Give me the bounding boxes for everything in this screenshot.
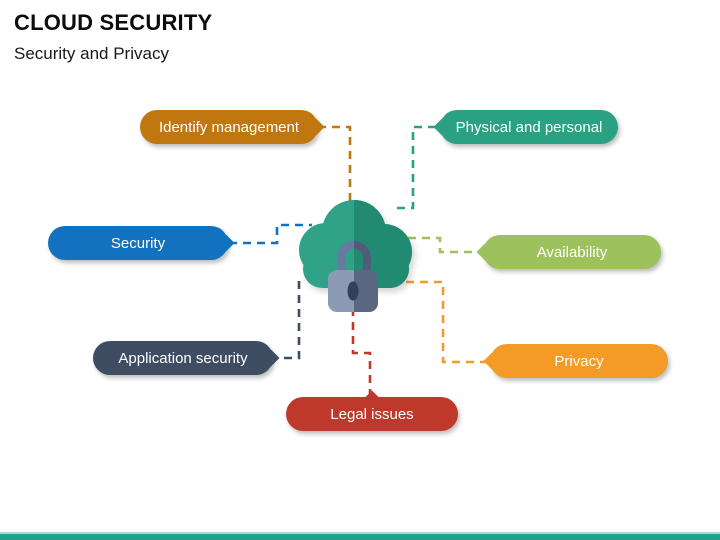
connector-availability: [408, 236, 482, 254]
pill-label: Privacy: [554, 352, 604, 370]
pill-label: Legal issues: [330, 405, 414, 423]
connector-security: [229, 223, 312, 245]
label-pill-availability: Availability: [476, 235, 661, 269]
connector-privacy: [392, 280, 488, 364]
label-pill-application-security: Application security: [93, 341, 280, 375]
pill-label: Identify management: [158, 118, 300, 136]
bottom-accent-bar: [0, 532, 720, 540]
label-pill-legal-issues: Legal issues: [286, 390, 458, 431]
connector-physical-and-personal: [392, 125, 436, 210]
lock-shackle-dark-half: [354, 241, 371, 283]
label-pill-identify-management: Identify management: [140, 110, 325, 144]
connector-identify-management: [318, 125, 352, 202]
label-pill-security: Security: [48, 226, 235, 260]
pill-label: Physical and personal: [455, 118, 603, 136]
lock-body-dark-half: [354, 270, 378, 312]
lock-icon: [328, 241, 378, 312]
pill-label: Availability: [536, 243, 608, 261]
pill-label: Application security: [118, 349, 248, 367]
page-subtitle: Security and Privacy: [14, 44, 169, 63]
page-title: CLOUD SECURITY: [14, 10, 213, 35]
pill-label: Security: [110, 234, 166, 252]
connector-legal-issues: [351, 308, 372, 396]
label-pill-privacy: Privacy: [483, 344, 668, 378]
connector-application-security: [274, 281, 301, 360]
keyhole-icon: [347, 281, 359, 301]
label-pill-physical-and-personal: Physical and personal: [433, 110, 618, 144]
